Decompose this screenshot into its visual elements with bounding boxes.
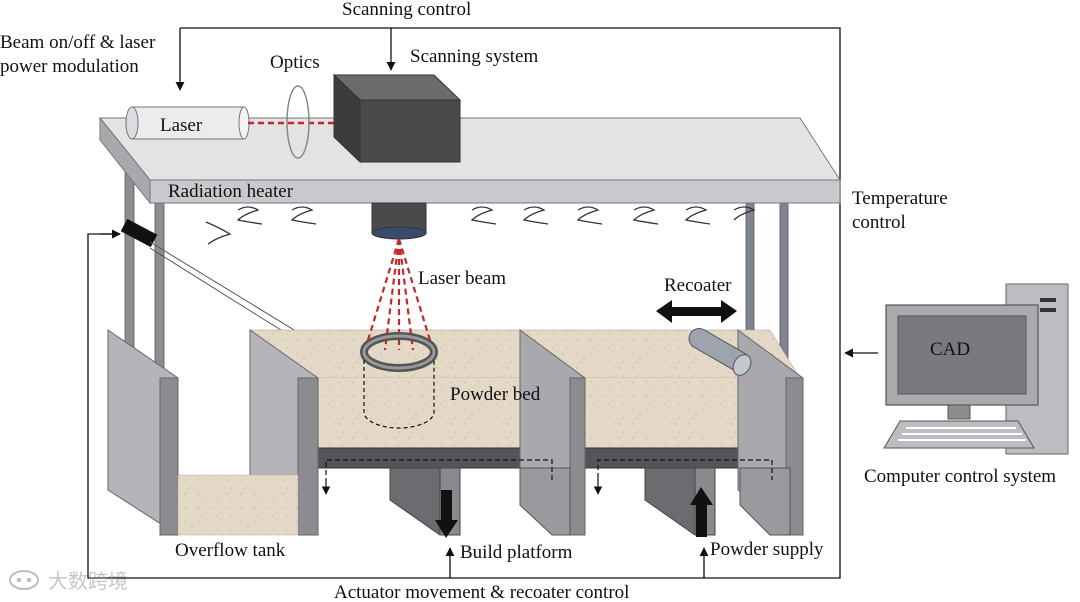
control-loop-line [87,27,841,579]
scanning-system-box [332,73,462,164]
label-actuator-control: Actuator movement & recoater control [334,582,629,602]
label-temperature-control-2: control [852,212,906,233]
temperature-sensor [120,218,312,345]
melt-ring [360,332,438,429]
label-beam-modulation-1: Beam on/off & laser [0,32,156,53]
heater-coils [205,206,756,245]
label-laser-beam: Laser beam [418,268,506,289]
label-beam-modulation-2: power modulation [0,56,139,77]
label-laser: Laser [160,115,203,136]
recoater-roller [688,328,752,376]
label-overflow-tank: Overflow tank [175,540,286,561]
watermark: 大数跨境 [9,569,128,593]
label-scanning-system: Scanning system [410,46,538,67]
label-radiation-heater: Radiation heater [168,181,294,202]
recoater-arrow [656,300,737,323]
label-computer-control-system: Computer control system [864,466,1056,487]
label-powder-supply: Powder supply [710,539,824,560]
radiation-heater-plate [98,116,841,205]
label-optics: Optics [270,52,320,73]
monitor-screen [897,315,1027,395]
computer [883,283,1069,455]
optics-lens [286,85,310,159]
laser [125,106,250,140]
label-temperature-control-1: Temperature [852,188,948,209]
labels: Scanning control Beam on/off & laser pow… [0,0,1056,602]
label-scanning-control: Scanning control [342,0,471,20]
powder-supply-up-arrow [690,487,713,537]
laser-beam-cone [363,238,435,351]
watermark-text: 大数跨境 [48,569,128,593]
label-recoater: Recoater [664,275,732,296]
control-lines [87,27,878,579]
build-chamber [107,329,804,538]
label-cad: CAD [930,339,970,360]
build-platform-down-arrow [435,490,458,538]
focusing-lens [371,202,427,240]
label-build-platform: Build platform [460,542,573,563]
label-powder-bed: Powder bed [450,384,541,405]
